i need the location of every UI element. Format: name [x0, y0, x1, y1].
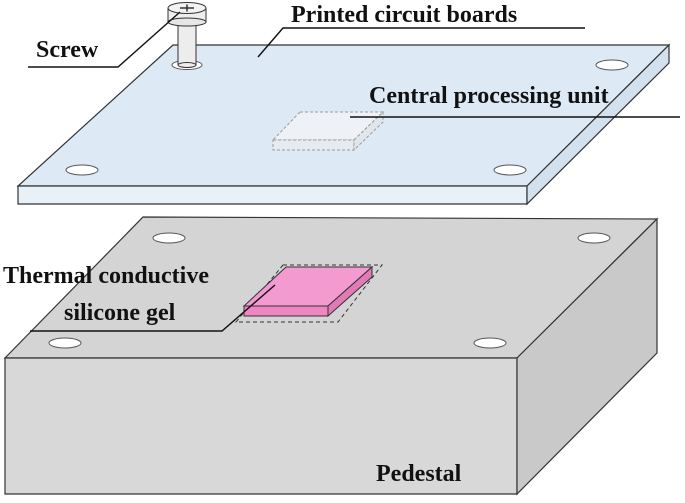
pedestal-hole-back-left: [152, 232, 186, 244]
pcb-label: Printed circuit boards: [291, 2, 518, 28]
leader-lines: [28, 11, 680, 332]
printed-circuit-board: [16, 43, 671, 206]
thermal-gel-pad: [234, 264, 384, 323]
pcb-right-edge: [526, 43, 670, 206]
gel-front-face: [243, 305, 329, 317]
pcb-hole-front-left: [65, 164, 99, 176]
pcb-hole-front-right: [493, 164, 527, 176]
pedestal-right-face: [516, 217, 658, 496]
cpu-outline: [271, 110, 385, 152]
cpu-label: Central processing unit: [369, 83, 609, 109]
pedestal-hole-back-right: [577, 232, 611, 244]
screw-leader: [28, 11, 181, 68]
pcb-leader: [257, 27, 585, 58]
screw: [167, 2, 207, 70]
gel-leader: [30, 284, 276, 332]
pcb-hole-back-right: [595, 59, 629, 71]
pedestal: [3, 216, 659, 496]
pedestal-label: Pedestal: [376, 461, 462, 487]
gel-label-line1: Thermal conductive: [3, 263, 209, 289]
pedestal-hole-front-right: [473, 337, 507, 349]
pedestal-hole-front-left: [48, 337, 82, 349]
pcb-front-edge: [17, 185, 528, 205]
gel-label-line2: silicone gel: [64, 300, 176, 326]
gel-side-face: [327, 265, 373, 318]
screw-label: Screw: [36, 37, 99, 63]
